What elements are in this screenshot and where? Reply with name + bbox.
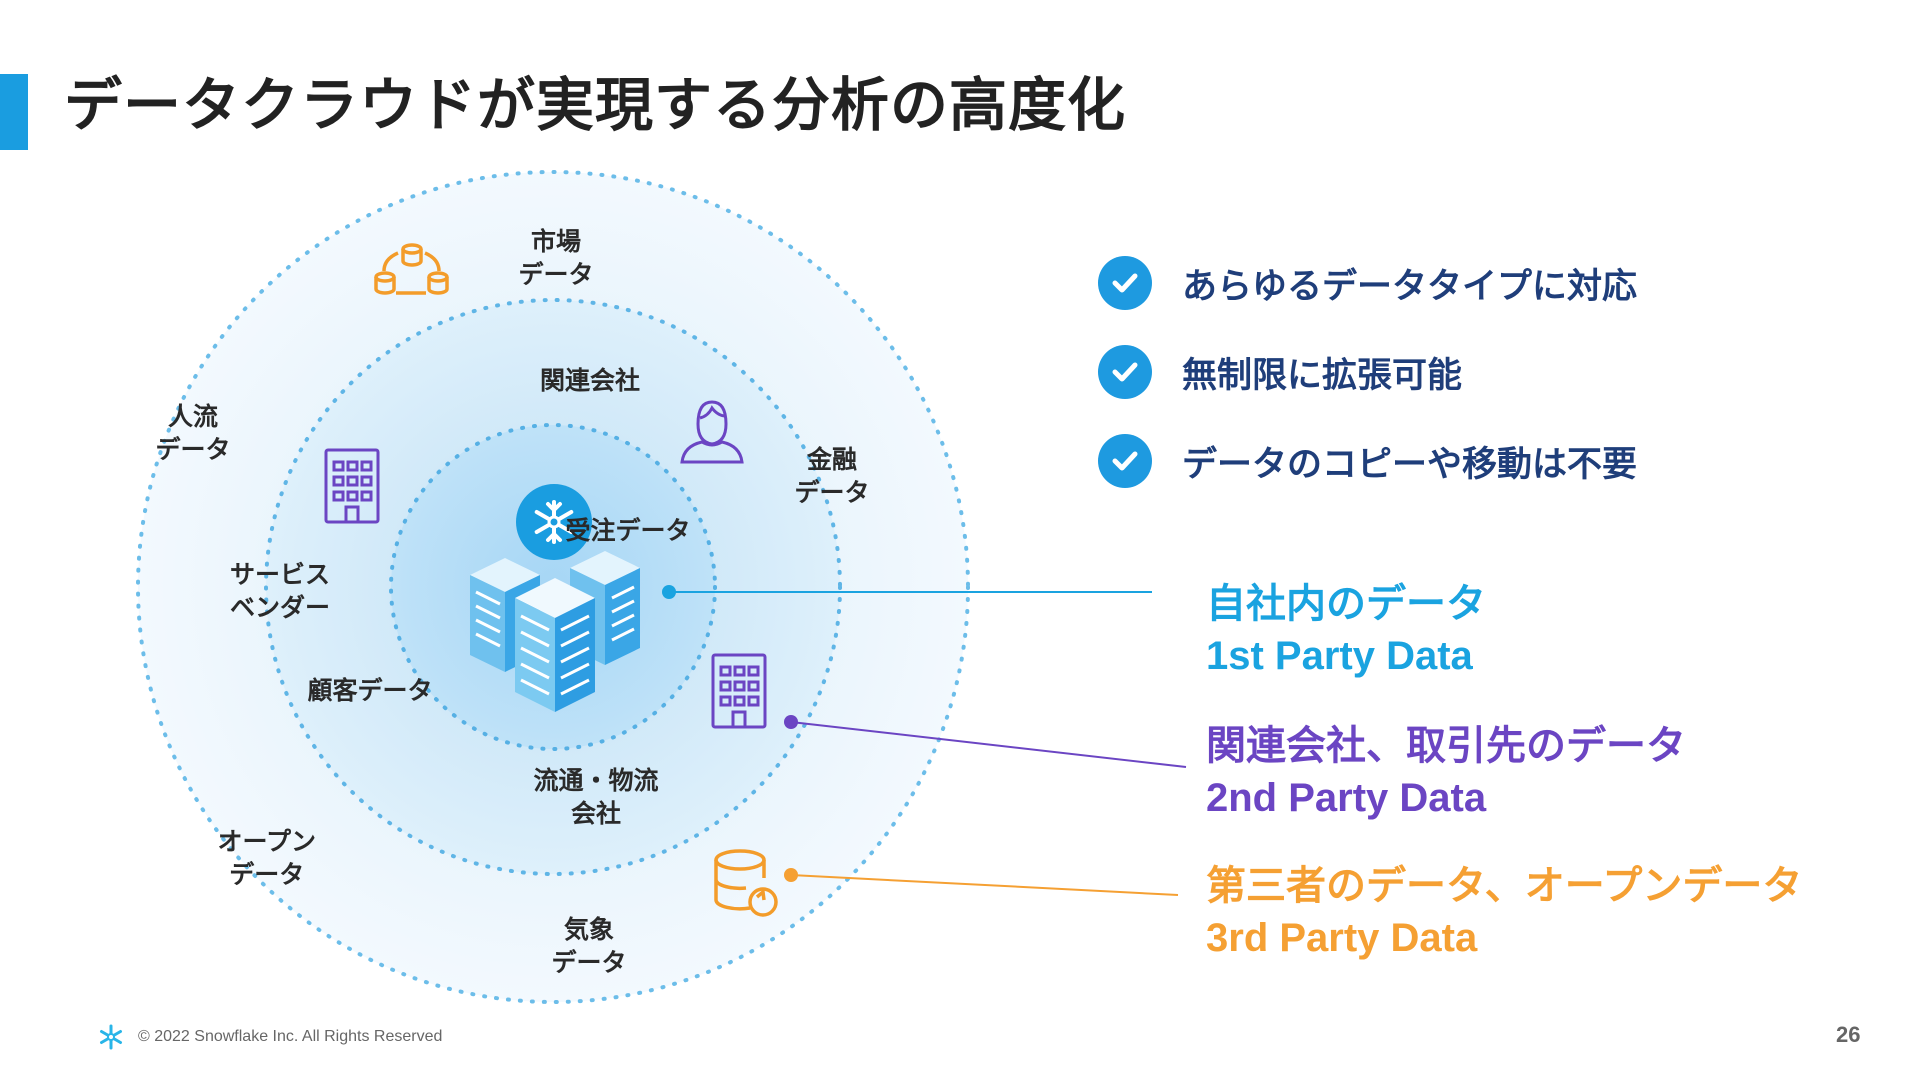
page-title: データクラウドが実現する分析の高度化 <box>64 71 1127 139</box>
person-icon <box>680 400 744 464</box>
feature-item: 無制限に拡張可能 <box>1098 345 1462 399</box>
feature-text: 無制限に拡張可能 <box>1182 355 1463 396</box>
database-refresh-icon <box>714 849 778 917</box>
footer: © 2022 Snowflake Inc. All Rights Reserve… <box>98 1024 442 1050</box>
label-service-vendor: サービス ベンダー <box>230 560 331 622</box>
label-logistics: 流通・物流 会社 <box>533 766 659 828</box>
building-icon <box>711 653 767 729</box>
connector-second-party <box>784 715 1187 768</box>
category-title-en: 2nd Party Data <box>1206 776 1487 820</box>
servers-icon <box>470 551 640 712</box>
connector-first-party <box>662 585 1152 599</box>
check-icon <box>1098 256 1152 310</box>
label-open-data: オープン データ <box>217 827 317 889</box>
title-accent-bar <box>0 74 28 150</box>
check-icon <box>1098 345 1152 399</box>
connector-third-party <box>784 868 1179 896</box>
copyright-text: © 2022 Snowflake Inc. All Rights Reserve… <box>138 1028 443 1045</box>
category-title-jp: 自社内のデータ <box>1206 581 1486 627</box>
label-order-data: 受注データ <box>565 516 691 545</box>
feature-text: あらゆるデータタイプに対応 <box>1182 266 1638 307</box>
building-icon <box>324 448 380 524</box>
label-people-flow-data: 人流 データ <box>155 402 231 464</box>
label-weather-data: 気象 データ <box>551 915 627 977</box>
category-title-en: 3rd Party Data <box>1206 916 1478 960</box>
page-number: 26 <box>1836 1022 1861 1047</box>
category-title-jp: 第三者のデータ、オープンデータ <box>1206 863 1803 909</box>
label-finance-data: 金融 データ <box>794 445 870 507</box>
category-title-jp: 関連会社、取引先のデータ <box>1206 723 1686 769</box>
feature-item: データのコピーや移動は不要 <box>1098 434 1637 488</box>
snowflake-icon <box>516 484 592 560</box>
data-sync-icon <box>374 243 449 295</box>
category-title-en: 1st Party Data <box>1206 634 1473 678</box>
category-first-party: 自社内のデータ 1st Party Data <box>1206 578 1486 682</box>
label-market-data: 市場 データ <box>518 227 594 289</box>
label-customer-data: 顧客データ <box>307 676 433 705</box>
label-affiliates: 関連会社 <box>540 366 641 395</box>
check-icon <box>1098 434 1152 488</box>
category-second-party: 関連会社、取引先のデータ 2nd Party Data <box>1206 720 1686 824</box>
snowflake-logo-icon <box>100 1024 122 1050</box>
feature-item: あらゆるデータタイプに対応 <box>1098 256 1637 310</box>
category-third-party: 第三者のデータ、オープンデータ 3rd Party Data <box>1206 860 1802 964</box>
feature-text: データのコピーや移動は不要 <box>1182 444 1638 485</box>
